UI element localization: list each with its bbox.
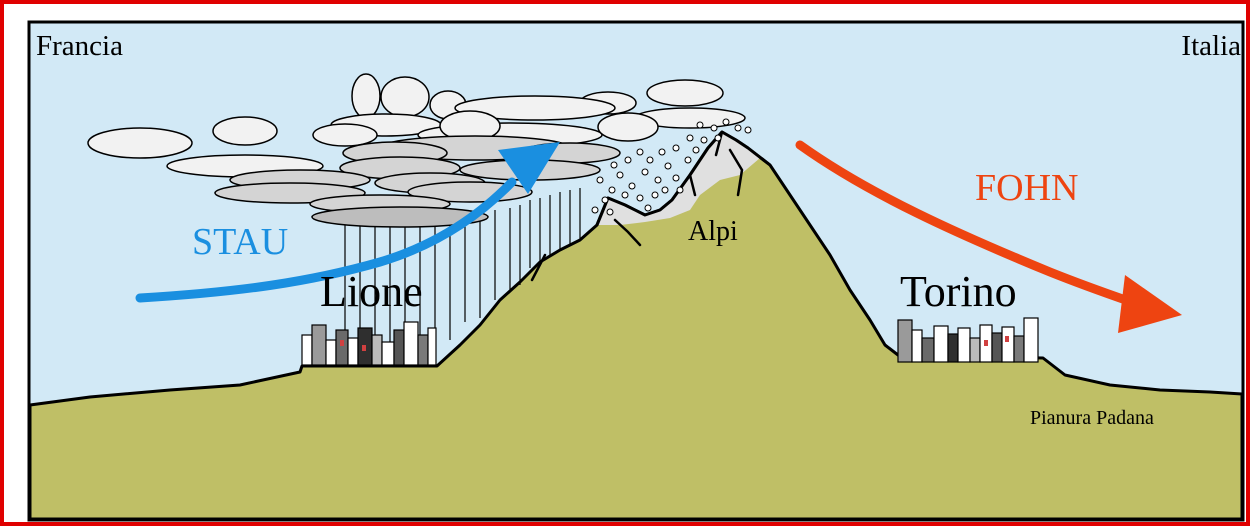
label-stau: STAU xyxy=(192,221,288,263)
label-pianura-padana: Pianura Padana xyxy=(1030,407,1154,429)
label-alpi: Alpi xyxy=(688,216,738,247)
label-lione: Lione xyxy=(320,267,423,316)
snow-cap xyxy=(597,132,760,225)
fohn-arrow xyxy=(795,140,1182,333)
label-torino: Torino xyxy=(900,267,1017,316)
label-italia: Italia xyxy=(1181,30,1241,62)
torino-city xyxy=(897,317,1039,363)
snow-dots xyxy=(591,118,752,216)
lione-city xyxy=(301,321,437,366)
rock-crevices xyxy=(530,130,744,282)
stau-arrow xyxy=(135,142,560,303)
label-fohn: FOHN xyxy=(975,167,1078,209)
cloud-mass xyxy=(87,73,746,228)
label-francia: Francia xyxy=(36,30,123,62)
